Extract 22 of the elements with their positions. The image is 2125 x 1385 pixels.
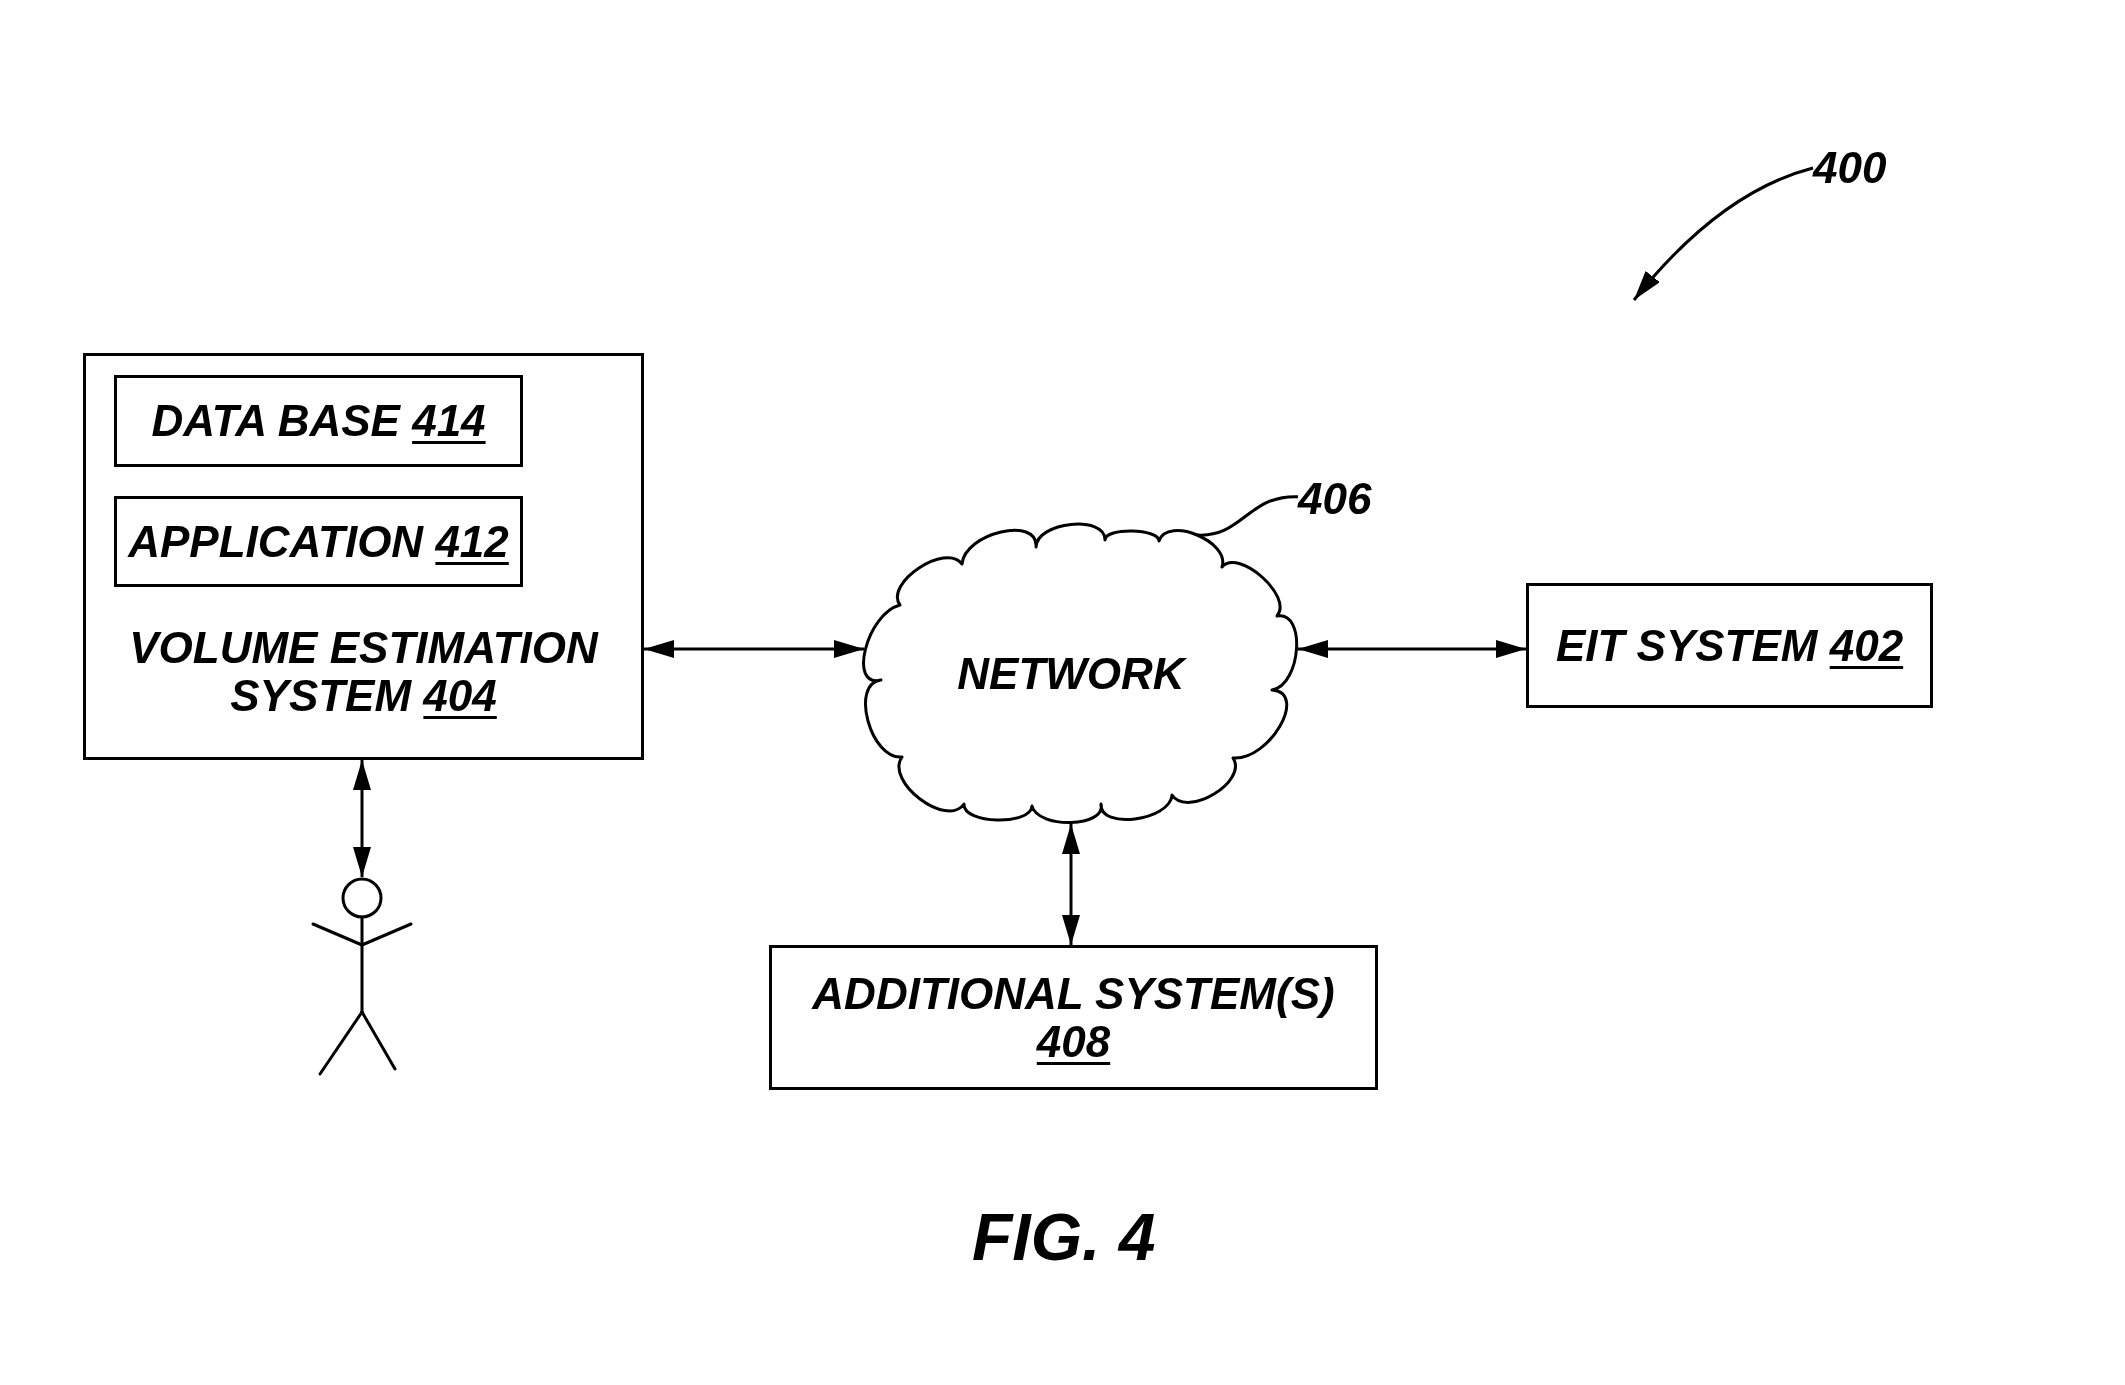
cloud-shape: [864, 523, 1298, 824]
box-label: APPLICATION 412: [128, 516, 509, 566]
reference-numeral: 406: [1298, 476, 1372, 522]
double-headed-arrow: [353, 760, 371, 877]
cloud-label: NETWORK: [957, 648, 1185, 698]
box-label: ADDITIONAL SYSTEM(S) 408: [812, 968, 1335, 1066]
double-headed-arrow: [1298, 640, 1526, 658]
box-label: DATA BASE 414: [151, 396, 486, 445]
system-box: [769, 945, 1378, 1090]
component-box: [114, 496, 523, 587]
reference-numeral: 400: [1813, 145, 1887, 191]
double-headed-arrow: [1062, 824, 1080, 945]
component-box: [114, 375, 523, 467]
system-box: [83, 353, 644, 760]
box-label: VOLUME ESTIMATION SYSTEM 404: [129, 623, 598, 720]
figure-caption: FIG. 4: [972, 1201, 1156, 1273]
system-box: [1526, 583, 1933, 708]
curved-arrow: [1632, 166, 1814, 301]
stick-figure-drawing: [310, 877, 414, 1077]
double-headed-arrow: [644, 640, 864, 658]
box-label: EIT SYSTEM 402: [1555, 620, 1904, 670]
leader-line: [1196, 495, 1299, 537]
